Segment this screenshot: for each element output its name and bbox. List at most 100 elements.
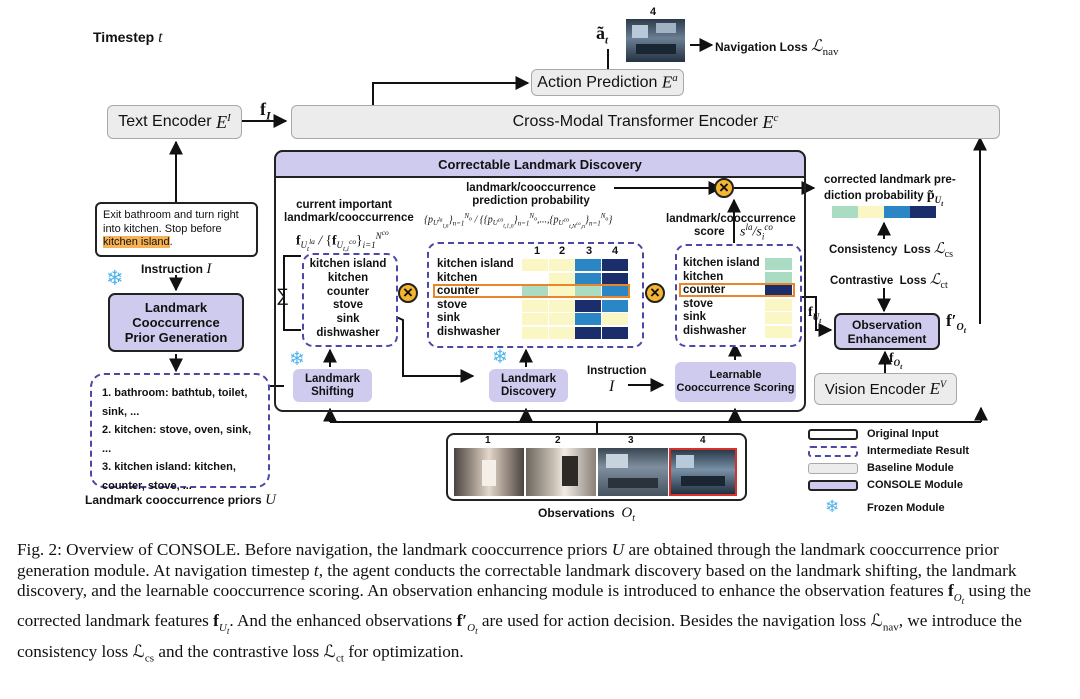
heatmap-cell bbox=[575, 299, 601, 312]
heatmap-cell bbox=[575, 259, 601, 271]
observation-image-4 bbox=[669, 448, 737, 496]
score-cell bbox=[765, 258, 792, 270]
observation-image-2 bbox=[526, 448, 596, 496]
frozen-icon-prior: ❄ bbox=[106, 267, 124, 290]
heatmap-cell bbox=[575, 272, 601, 285]
instruction-mid-label: Instruction bbox=[587, 365, 647, 377]
instruction-highlight: kitchen island bbox=[103, 236, 170, 248]
f-i-label: fI bbox=[260, 99, 271, 123]
observations-panel bbox=[446, 433, 747, 501]
heatmap-row-label: counter bbox=[437, 285, 480, 297]
corrected-label: corrected landmark pre-diction probabili… bbox=[824, 174, 956, 208]
heatmap-row-label: dishwasher bbox=[437, 325, 501, 338]
legend-swatch-original bbox=[808, 429, 858, 440]
observations-label: Observations Ot bbox=[538, 505, 635, 524]
landmark-shifting-module: Landmark Shifting bbox=[293, 369, 372, 402]
current-formula: fUtla / {fUt,ico}i=1Nco bbox=[296, 228, 389, 253]
sigma-symbol: ∑ bbox=[276, 285, 289, 305]
score-cell bbox=[765, 298, 792, 311]
score-row-label: kitchen island bbox=[683, 257, 760, 269]
obs-num-1: 1 bbox=[485, 435, 491, 446]
score-cell bbox=[765, 285, 792, 297]
legend: Original Input Intermediate Result Basel… bbox=[808, 428, 978, 518]
heatmap-cell bbox=[522, 259, 548, 271]
observation-enhancement-module: Observation Enhancement bbox=[834, 313, 940, 350]
frozen-icon-shifting: ❄ bbox=[289, 349, 305, 370]
f-ot-label: fOt bbox=[889, 351, 903, 371]
instruction-box: Exit bathroom and turn right into kitche… bbox=[95, 202, 258, 257]
heatmap-cell bbox=[548, 259, 575, 271]
instruction-label: Instruction I bbox=[141, 261, 212, 277]
landmark-item: counter bbox=[326, 285, 370, 298]
heatmap-cell bbox=[522, 272, 548, 285]
prior-item: 3. kitchen island: kitchen, counter, sto… bbox=[102, 461, 236, 492]
score-row-label: kitchen bbox=[683, 270, 724, 283]
obs-num-3: 3 bbox=[628, 435, 634, 446]
landmark-list-box bbox=[302, 253, 398, 347]
legend-label-console: CONSOLE Module bbox=[867, 479, 963, 491]
landmark-discovery-module: Landmark Discovery bbox=[489, 369, 568, 402]
otimes-left: × bbox=[398, 283, 418, 303]
heatmap-cell bbox=[575, 313, 601, 325]
heatmap-cell bbox=[548, 286, 575, 298]
f-ut-label: fUt bbox=[808, 305, 822, 325]
score-cell bbox=[765, 312, 792, 324]
otimes-right: × bbox=[645, 283, 665, 303]
legend-label-baseline: Baseline Module bbox=[867, 462, 954, 474]
heatmap-cell bbox=[575, 326, 601, 339]
heatmap-cell bbox=[548, 313, 575, 325]
col-num-2: 2 bbox=[559, 245, 566, 257]
corrected-prob-cell bbox=[858, 206, 884, 218]
figure-caption: Fig. 2: Overview of CONSOLE. Before navi… bbox=[17, 540, 1032, 665]
priors-box: 1. bathroom: bathtub, toilet, sink, ... … bbox=[90, 373, 270, 492]
frozen-icon-discovery: ❄ bbox=[492, 347, 508, 368]
heatmap-row-label: sink bbox=[437, 312, 461, 324]
current-important-label: current important landmark/cooccurrence bbox=[284, 199, 414, 224]
heatmap-cell bbox=[601, 286, 628, 298]
heatmap-cell bbox=[601, 313, 628, 325]
score-row-label: counter bbox=[683, 284, 726, 296]
counter-highlight-score bbox=[679, 283, 795, 297]
legend-label-original: Original Input bbox=[867, 428, 939, 440]
pred-prob-label: landmark/cooccurrence prediction probabi… bbox=[466, 182, 596, 207]
observation-image-1 bbox=[454, 448, 524, 496]
heatmap-cell bbox=[522, 299, 548, 312]
heatmap-cell bbox=[601, 272, 628, 285]
prior-generation-module: Landmark Cooccurrence Prior Generation bbox=[108, 293, 244, 352]
top-observation-image bbox=[626, 19, 685, 62]
col-num-4: 4 bbox=[612, 245, 619, 257]
obs-num-4: 4 bbox=[700, 435, 706, 446]
score-row-label: sink bbox=[683, 311, 707, 323]
learnable-scoring-module: Learnable Cooccurrence Scoring bbox=[675, 362, 796, 402]
heatmap-cell bbox=[601, 299, 628, 312]
heatmap-cell bbox=[522, 286, 548, 298]
landmark-item: dishwasher bbox=[316, 326, 380, 339]
heatmap-row-label: kitchen island bbox=[437, 258, 514, 270]
heatmap-row-label: stove bbox=[437, 298, 468, 311]
heatmap-cell bbox=[522, 326, 548, 339]
observation-image-3 bbox=[598, 448, 668, 496]
contrastive-loss: Contrastive Loss ℒct bbox=[830, 272, 948, 291]
landmark-item: stove bbox=[332, 299, 364, 312]
score-word: score bbox=[694, 226, 725, 238]
heatmap-row-label: kitchen bbox=[437, 271, 478, 284]
prior-item: 2. kitchen: stove, oven, sink, ... bbox=[102, 424, 252, 455]
instruction-mid-symbol: I bbox=[609, 378, 615, 395]
counter-highlight-mid bbox=[433, 284, 630, 298]
score-formula: sla/sico bbox=[740, 222, 773, 242]
timestep-label: Timestep t bbox=[93, 29, 163, 46]
pred-prob-formula: {pUlat,n}n=1No / {{pUcot,1,n}n=1No,...,{… bbox=[424, 212, 613, 230]
landmark-item: sink bbox=[336, 313, 360, 326]
vision-encoder: Vision Encoder EV bbox=[814, 373, 957, 405]
score-cell bbox=[765, 325, 792, 338]
heatmap-cell bbox=[548, 326, 575, 339]
legend-label-intermediate: Intermediate Result bbox=[867, 445, 970, 457]
cross-modal-encoder: Cross-Modal Transformer Encoder Ec bbox=[291, 105, 1000, 139]
heatmap-cell bbox=[575, 286, 601, 298]
prior-item: 1. bathroom: bathtub, toilet, sink, ... bbox=[102, 387, 248, 418]
heatmap-cell bbox=[522, 313, 548, 325]
legend-swatch-console bbox=[808, 480, 858, 491]
col-num-1: 1 bbox=[534, 245, 541, 257]
landmark-item: kitchen bbox=[327, 271, 369, 284]
score-label: landmark/cooccurrence bbox=[666, 213, 796, 225]
